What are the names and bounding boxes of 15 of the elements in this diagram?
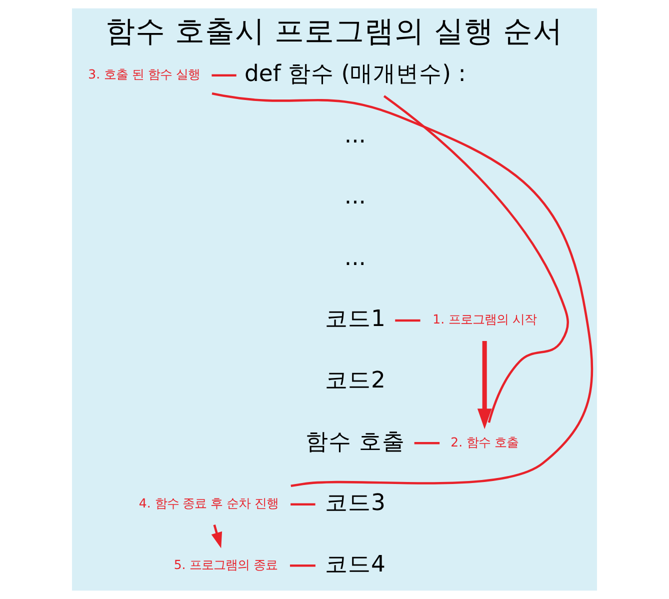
node-text: ... [344,122,366,148]
node-text: ... [344,244,366,271]
node-text: 함수 호출 [306,428,405,455]
diagram-title: 함수 호출시 프로그램의 실행 순서 [106,14,564,48]
node-text: 3. 호출 된 함수 실행 [88,66,200,82]
node-text: def 함수 (매개변수) : [244,61,466,88]
node-text: 코드2 [324,367,386,394]
node-text: 2. 함수 호출 [450,434,518,450]
node-text: 4. 함수 종료 후 순차 진행 [138,496,279,511]
node-text: 5. 프로그램의 종료 [174,556,278,572]
node-text: 코드1 [324,306,386,332]
node-text: 1. 프로그램의 시작 [432,312,536,327]
node-text: 코드4 [324,551,386,578]
node-text: 코드3 [324,490,386,516]
node-text: ... [344,184,366,210]
